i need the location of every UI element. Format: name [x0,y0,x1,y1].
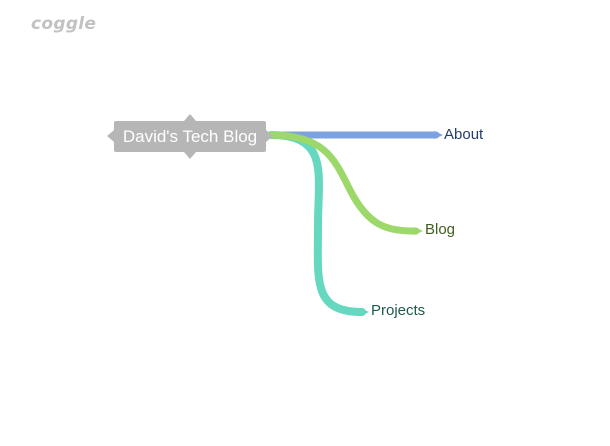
root-node[interactable]: David's Tech Blog [107,114,273,159]
add-branch-right-handle[interactable] [266,130,273,142]
root-node-label: David's Tech Blog [122,127,258,146]
branch-line-blog [267,131,420,235]
branch-node-projects[interactable]: Projects [371,302,426,319]
branch-line-projects [267,131,366,316]
branch-tip-about [434,131,443,139]
add-branch-left-handle[interactable] [107,130,114,142]
branch-node-blog[interactable]: Blog [425,221,456,238]
add-branch-top-handle[interactable] [184,114,196,121]
add-branch-bottom-handle[interactable] [184,152,196,159]
branch-node-about[interactable]: About [444,126,484,143]
coggle-logo: coggle [31,14,97,34]
branch-tip-blog [414,227,423,235]
branch-tip-projects [360,308,369,316]
